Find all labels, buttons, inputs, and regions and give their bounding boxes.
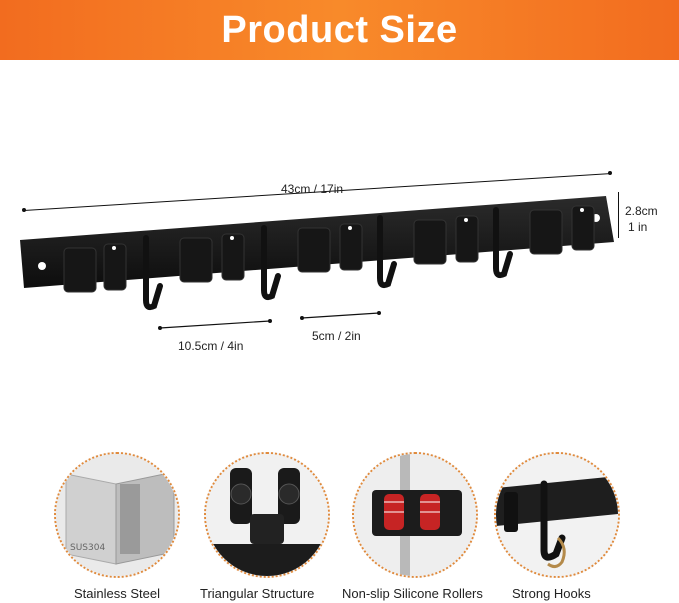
triangular-clip-icon [206,454,328,576]
height-label-in: 1 in [628,220,648,234]
feature-label-silicone-rollers: Non-slip Silicone Rollers [342,586,483,601]
feature-stainless-steel: SUS304 [54,452,182,580]
holder-spacing-label: 10.5cm / 4in [178,339,244,353]
sus304-stamp: SUS304 [70,543,105,553]
height-dimension-line [618,192,619,238]
feature-triangular-structure [204,452,332,580]
height-label-cm: 2.8cm [625,204,658,218]
product-size-banner: Product Size [0,0,679,60]
hooks [143,207,513,311]
length-dimension-start [22,208,26,212]
feature-label-stainless-steel: Stainless Steel [74,586,160,601]
feature-silicone-rollers [352,452,480,580]
holder-3 [297,223,363,273]
holder-4 [413,215,479,265]
holder-5 [529,205,595,255]
hook-icon [496,454,618,576]
holder-2 [179,233,245,283]
feature-label-strong-hooks: Strong Hooks [512,586,591,601]
banner-title: Product Size [221,8,458,51]
tool-rack-image [20,196,614,330]
roller-icon [354,454,476,576]
feature-label-triangular-structure: Triangular Structure [200,586,315,601]
hook-spacing-dimension [301,312,380,319]
hook-spacing-label: 5cm / 2in [312,329,361,343]
length-label: 43cm / 17in [281,182,344,196]
steel-plate-icon: SUS304 [56,454,178,576]
feature-strong-hooks [494,452,622,580]
holder-1 [63,243,127,293]
holder-spacing-dimension [159,320,271,329]
length-dimension-end [608,171,612,175]
